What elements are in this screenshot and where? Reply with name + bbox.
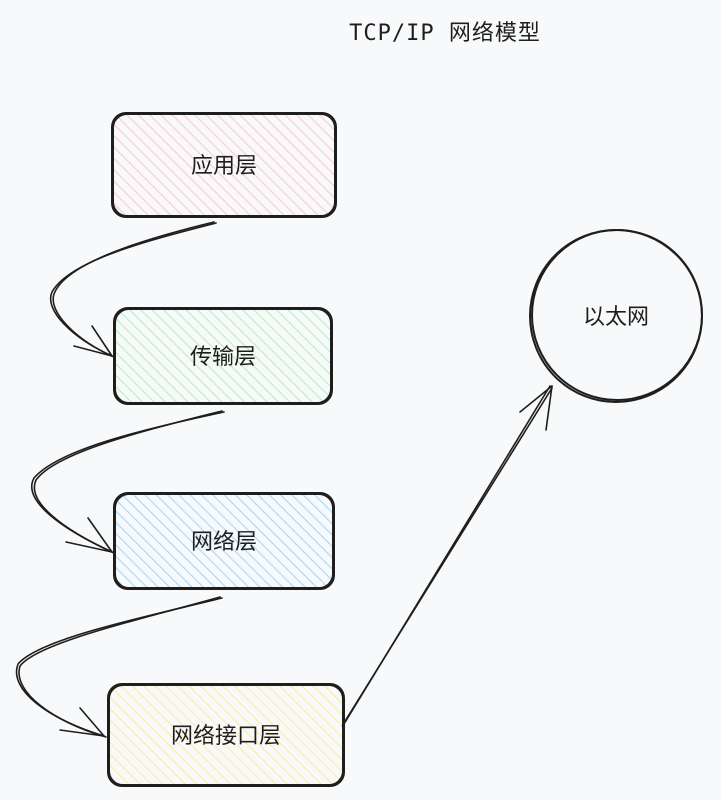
edge-transport-to-network <box>31 410 225 554</box>
layer-box-interface: 网络接口层 <box>107 683 345 787</box>
layer-label-application: 应用层 <box>191 154 257 179</box>
ethernet-node: 以太网 <box>529 229 703 403</box>
diagram-title: TCP/IP 网络模型 <box>349 21 541 46</box>
edge-application-to-transport <box>49 221 217 358</box>
edge-interface-to-ethernet <box>341 385 553 727</box>
layer-box-network: 网络层 <box>113 492 335 590</box>
layer-box-transport: 传输层 <box>113 307 333 405</box>
ethernet-label: 以太网 <box>583 305 649 330</box>
layer-label-transport: 传输层 <box>190 345 256 370</box>
edge-network-to-interface <box>15 596 223 738</box>
layer-box-application: 应用层 <box>111 112 337 218</box>
layer-label-network: 网络层 <box>191 530 257 555</box>
layer-label-interface: 网络接口层 <box>171 724 281 749</box>
